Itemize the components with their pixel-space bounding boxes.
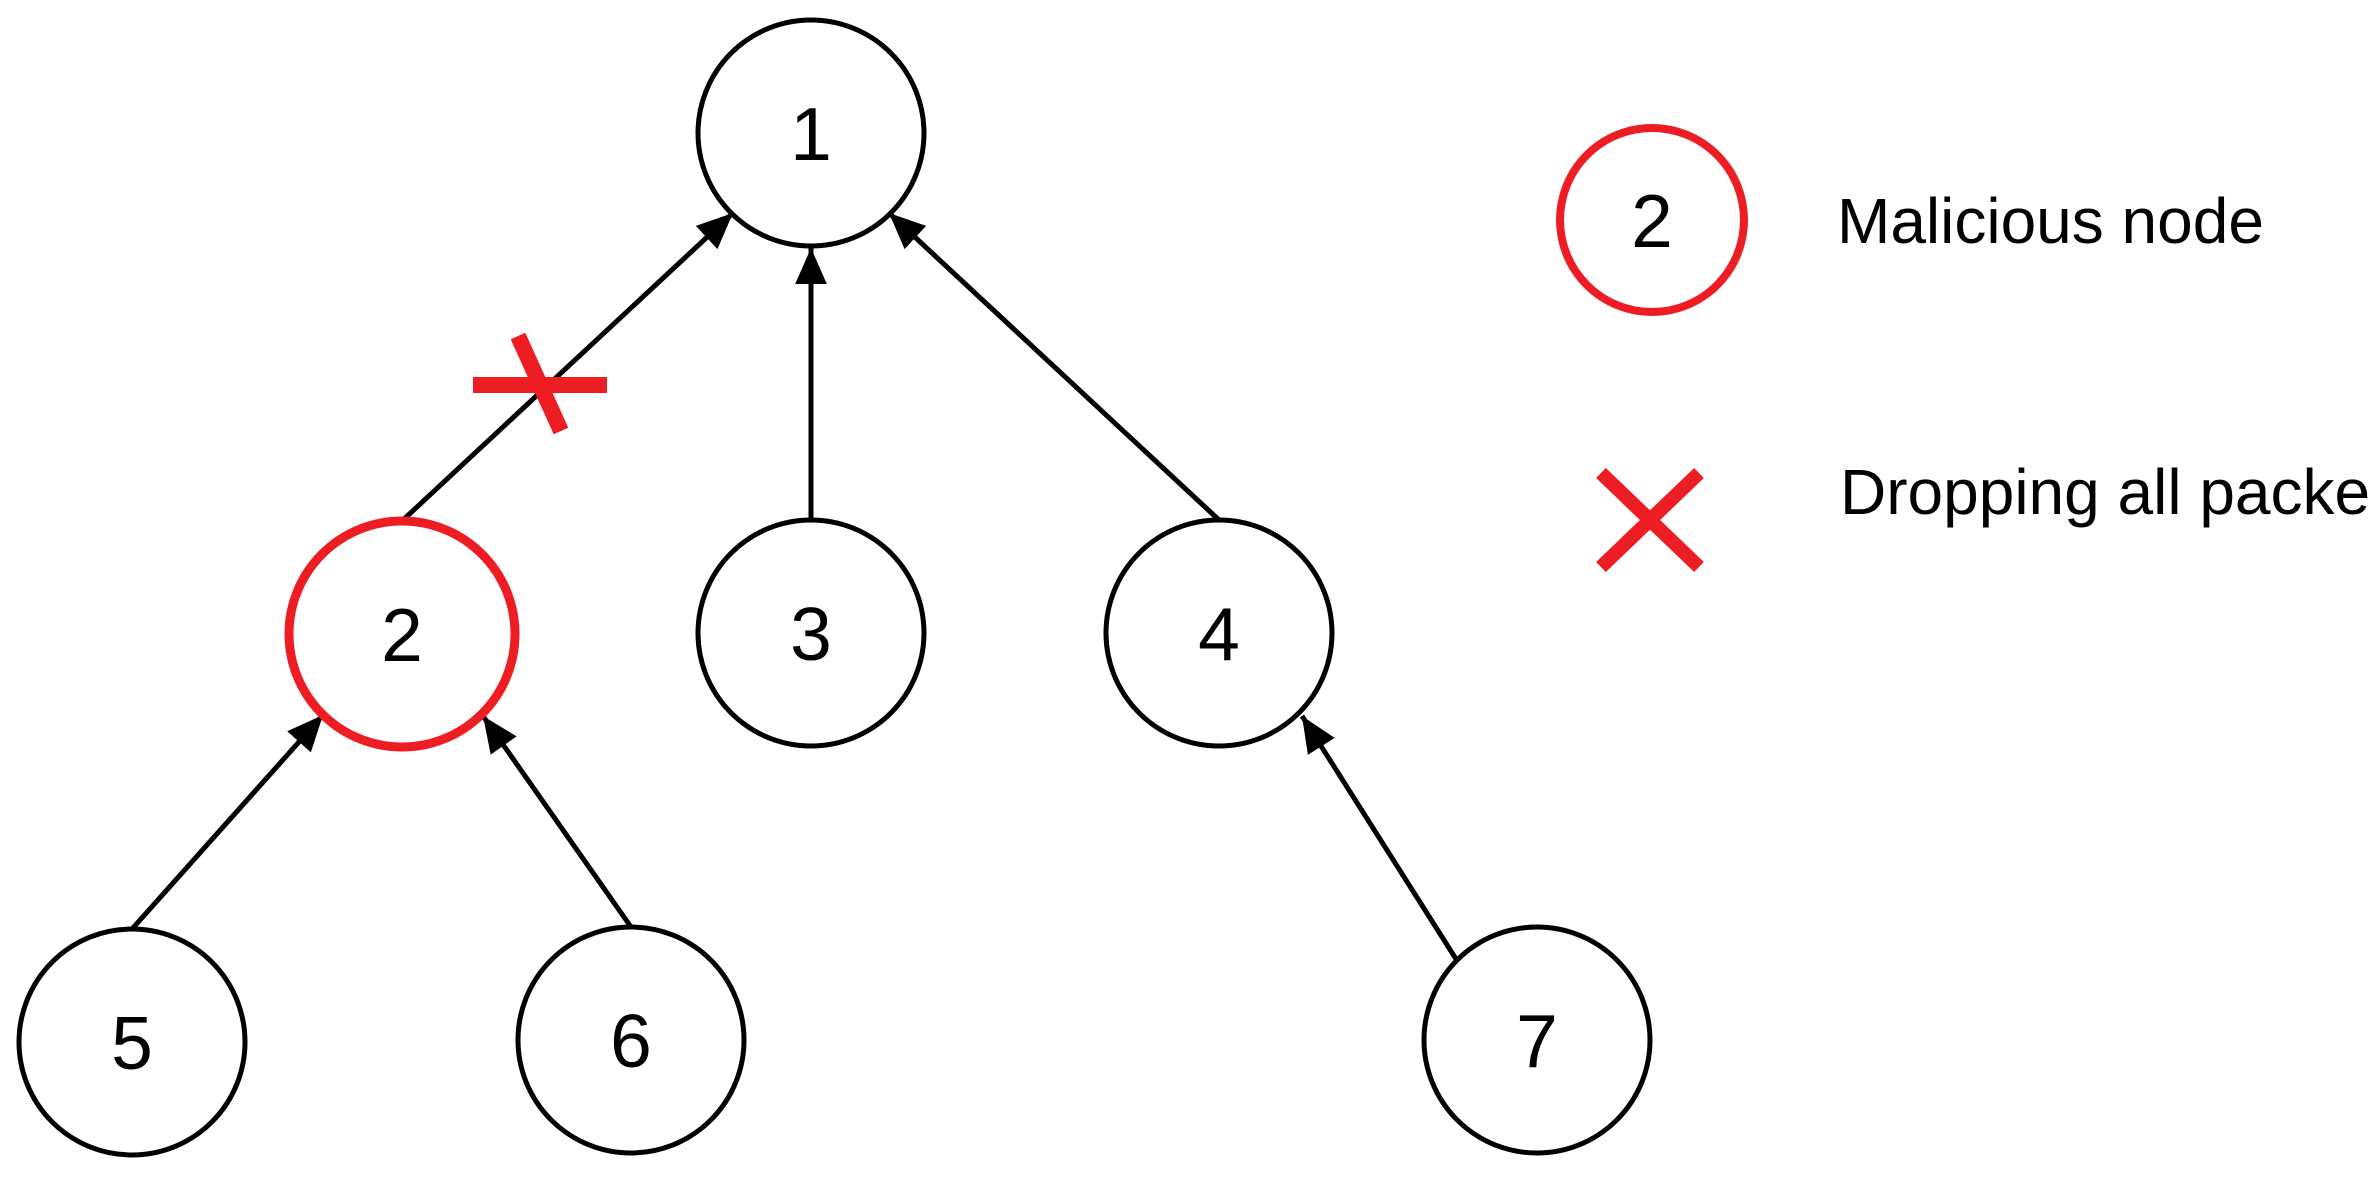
node-circle [16,926,248,1158]
edge-4-to-1 [887,211,1221,522]
edge-2-to-1 [401,211,735,522]
node-circle [695,517,927,749]
node-7: 7 [1421,924,1653,1156]
node-circle [695,17,927,249]
node-label: 5 [111,1001,153,1085]
node-3: 3 [695,517,927,749]
node-circle [1421,924,1653,1156]
node-1: 1 [695,17,927,249]
malicious-node-legend-number: 2 [1631,179,1673,263]
nodes-layer: 1 2 3 4 5 6 7 [16,17,1653,1158]
malicious-node-circle [284,516,520,752]
edge-6-to-2 [480,714,634,929]
node-label: 1 [790,92,832,176]
node-label: 6 [610,999,652,1083]
legend-item-dropping-packets: Dropping all packets [1596,456,2371,573]
malicious-node-legend-label: Malicious node [1837,185,2264,257]
edge-7-to-4 [1299,714,1459,961]
node-label: 2 [381,593,423,677]
dropping-packets-legend-label: Dropping all packets [1840,456,2371,528]
malicious-node-legend-circle [1556,124,1748,316]
packet-drop-x-icon [473,332,607,435]
drop-x-icon [1596,467,1704,573]
block-marker-layer [473,332,607,435]
node-label: 4 [1198,592,1240,676]
edges-layer [130,211,1459,961]
legend: 2 Malicious node Dropping all packets [1556,124,2371,573]
node-6: 6 [515,924,747,1156]
node-label: 3 [790,592,832,676]
edge-5-to-2 [130,713,325,931]
node-5: 5 [16,926,248,1158]
node-2-malicious: 2 [284,516,520,752]
node-circle [515,924,747,1156]
node-label: 7 [1516,999,1558,1083]
node-4: 4 [1103,517,1335,749]
node-circle [1103,517,1335,749]
legend-item-malicious-node: 2 Malicious node [1556,124,2264,316]
